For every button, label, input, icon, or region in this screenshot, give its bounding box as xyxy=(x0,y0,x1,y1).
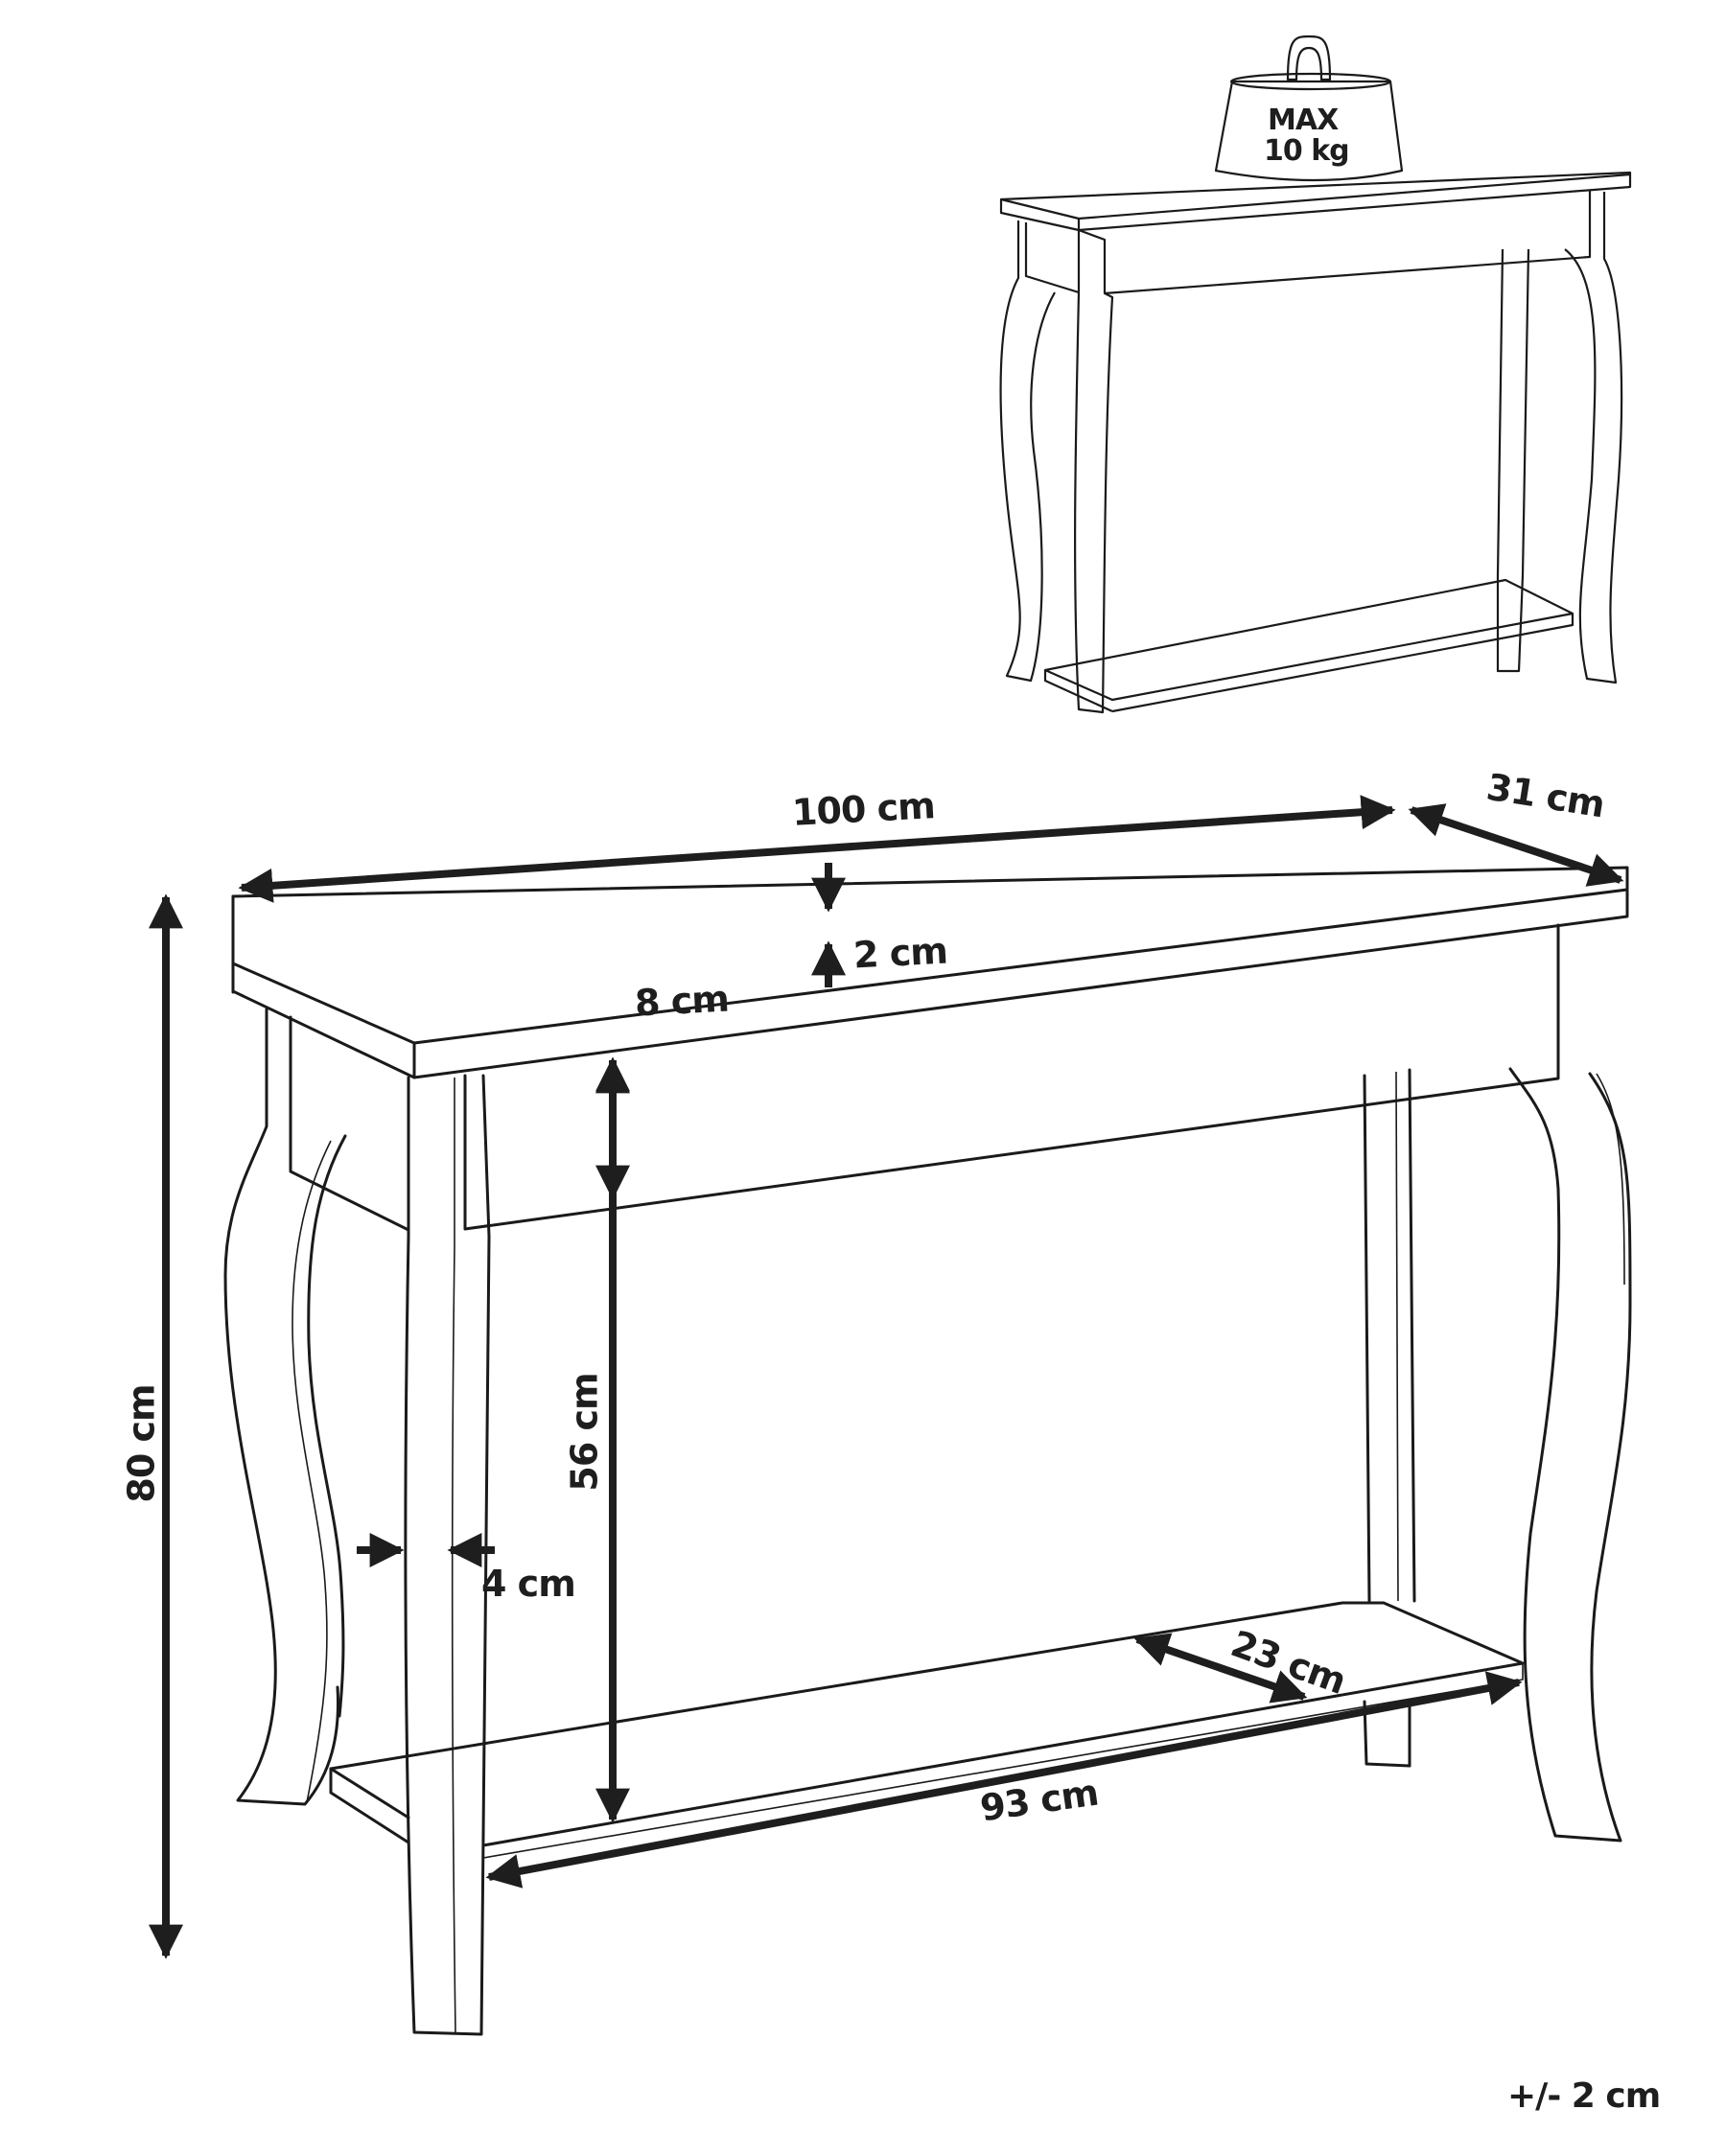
label-width-100cm: 100 cm xyxy=(790,784,936,834)
dimension-lines xyxy=(149,795,1624,1959)
max-load-line1: MAX xyxy=(1268,104,1339,137)
small-table-illustration xyxy=(999,35,1632,714)
main-table-illustration xyxy=(223,866,1632,2036)
label-height-80cm: 80 cm xyxy=(120,1384,163,1503)
label-tolerance: +/- 2 cm xyxy=(1507,2076,1661,2116)
label-top-thickness-2cm: 2 cm xyxy=(851,929,948,977)
label-leg-4cm: 4 cm xyxy=(481,1563,576,1605)
label-apron-8cm: 8 cm xyxy=(633,977,730,1025)
max-load-line2: 10 kg xyxy=(1264,134,1350,168)
label-clearance-56cm: 56 cm xyxy=(563,1373,606,1492)
